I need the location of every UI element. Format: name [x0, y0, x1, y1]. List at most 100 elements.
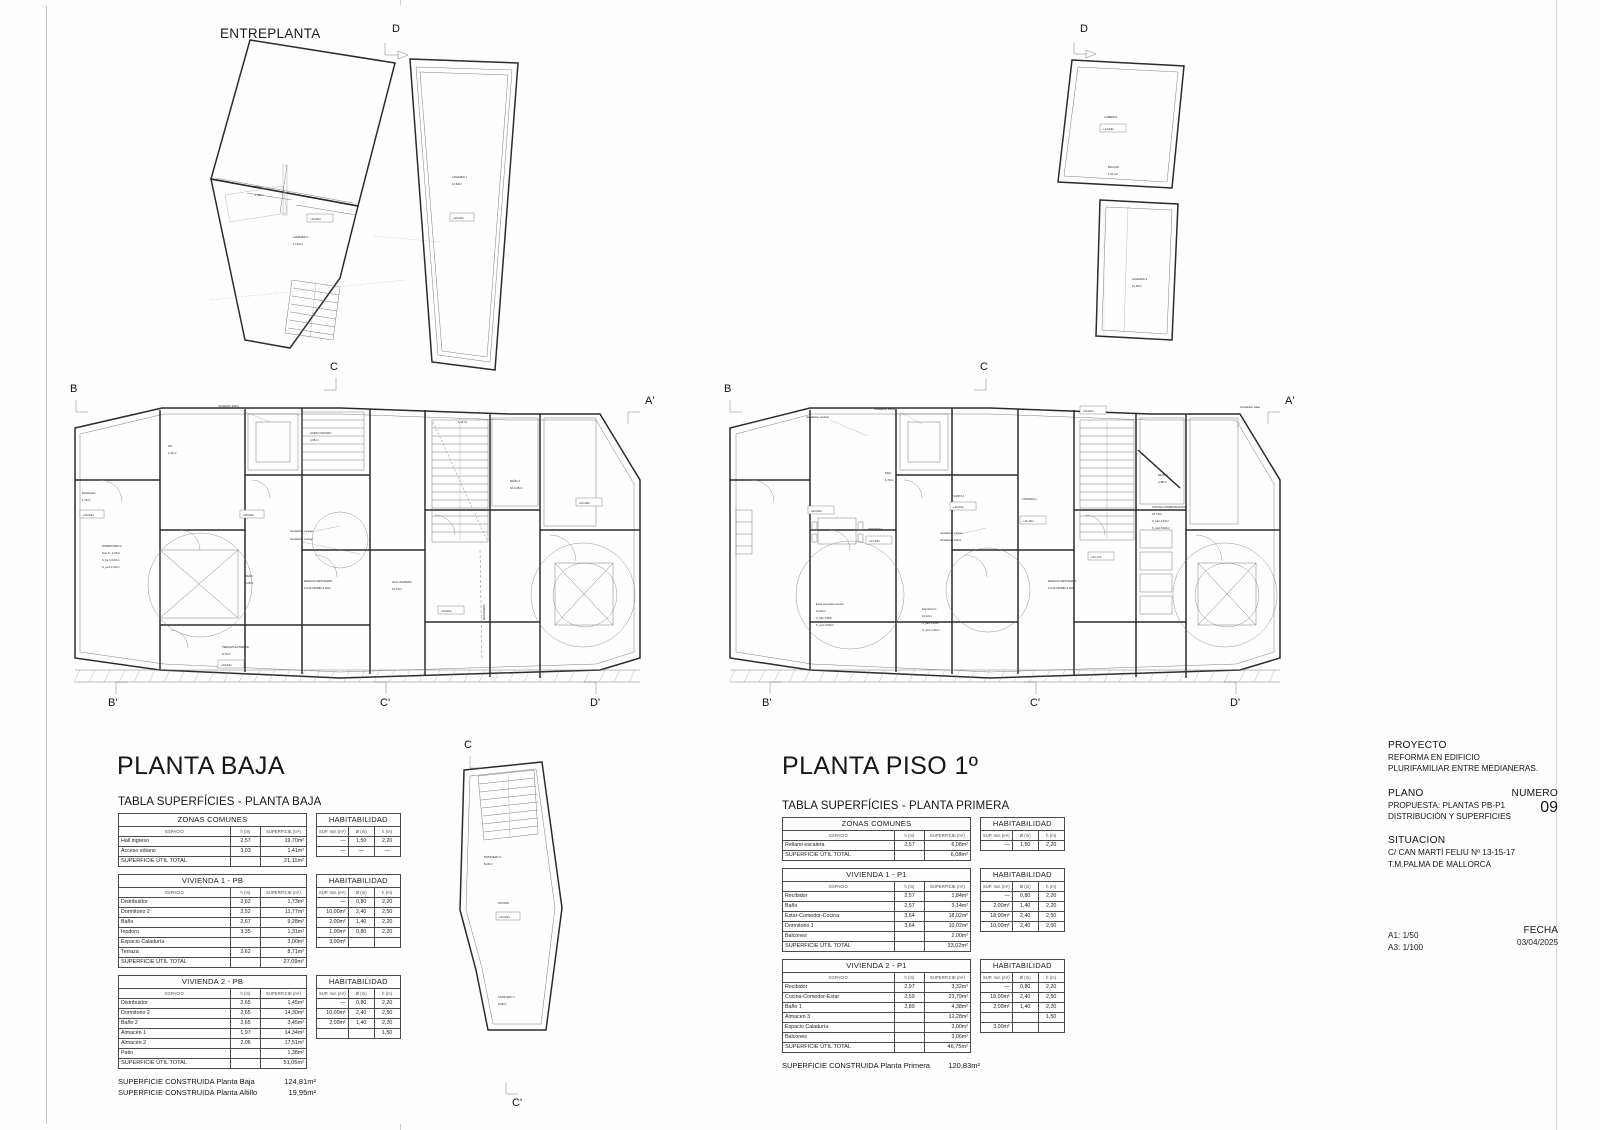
col-head-supmin: SUP. min (m²) — [316, 988, 349, 999]
col-head-espacio: ESPACIO — [118, 887, 231, 898]
cell-h: 2,57 — [894, 901, 925, 912]
cell-hmin: 2,20 — [1037, 1002, 1065, 1013]
cell-espacio: Distribuidor — [118, 998, 231, 1009]
cell-h — [894, 1032, 925, 1043]
cell-superficie: 6,08m² — [924, 840, 971, 851]
habitability-circle-p1-c — [1172, 542, 1278, 648]
cell-hmin: 2,50 — [1037, 911, 1065, 922]
label-entreplanta-elev: +10,65m — [310, 217, 322, 221]
label-vivienda1-elev: +01,33m — [869, 539, 881, 543]
label-elev-pb3: +02,28m — [579, 501, 591, 505]
cell-espacio: Baño 1 — [782, 1002, 895, 1013]
habitability-row: 3,00m² — [316, 937, 401, 948]
col-head-h: h (m) — [894, 972, 925, 983]
cell-supmin: 2,00m² — [316, 1018, 349, 1029]
cell-h: 2,57 — [894, 891, 925, 902]
label-elev-p1a: +02,60m — [811, 509, 823, 513]
col-head-superficie: SUPERFICIE (m²) — [260, 826, 307, 837]
stair-main-pb — [431, 419, 489, 543]
fecha-value: 03/04/2025 — [1517, 938, 1558, 947]
cell-total-value: 21,11m² — [260, 856, 307, 867]
cell-supmin: 3,00m² — [980, 1022, 1013, 1033]
label-trastero1: TRASTERO 1 — [498, 995, 515, 999]
cell-superficie: 3,00m² — [924, 1022, 971, 1033]
col-head-supmin: SUP. min (m²) — [980, 972, 1013, 983]
title-block: PROYECTO REFORMA EN EDIFICIO PLURIFAMILI… — [1388, 740, 1558, 883]
label-bano1-p1: BAÑO 1 — [1158, 472, 1168, 477]
furniture-dining — [811, 517, 864, 545]
cell-total-h — [230, 957, 261, 968]
col-head-h: h (m) — [230, 826, 261, 837]
cell-hmin: 2,50 — [373, 907, 401, 918]
section-mark-Ap-right: A' — [1285, 395, 1294, 407]
col-head-diam: Ø (m) — [1011, 972, 1039, 983]
habitability-circle-bano — [311, 511, 369, 569]
col-head-diam: Ø (m) — [347, 988, 375, 999]
plan-title-left: PLANTA BAJA — [117, 752, 285, 780]
cell-total-label: SUPERFICIE ÚTIL TOTAL — [782, 850, 895, 861]
cell-supmin: 2,00m² — [316, 917, 349, 928]
cell-total-value: 33,02m² — [924, 941, 971, 952]
cell-supmin: 10,00m² — [316, 907, 349, 918]
cell-diam: 0,80 — [1011, 982, 1039, 993]
cell-h: 2,62 — [230, 947, 261, 958]
scale-block: A1: 1/50 A3: 1/100 — [1388, 930, 1423, 954]
cell-espacio: Recibidor — [782, 982, 895, 993]
col-head-hmin: h (m) — [373, 887, 401, 898]
label-elev-sot: +01,93m — [499, 915, 511, 919]
label-balcon-area: 1,94 m2 — [1108, 172, 1118, 176]
cubierta-block: CUBIERTA +14,93m BALCON 1,94 m2 D — [1057, 23, 1185, 189]
cell-supmin: — — [316, 998, 349, 1009]
cell-diam — [347, 1028, 375, 1039]
cell-espacio: Dormitorio 2 — [118, 907, 231, 918]
habitability-circle-dorm2b — [530, 542, 636, 648]
habitability-row: 1,50 — [980, 1012, 1065, 1023]
cell-superficie: 1,73m² — [260, 897, 307, 908]
label-cubierta-elev: +14,93m — [1103, 127, 1115, 131]
label-elev-pb1: +06,84m — [83, 513, 95, 517]
situacion-line2: T.M.PALMA DE MALLORCA — [1388, 859, 1492, 869]
label-entreplanta-patio-area: 1,38m² — [255, 193, 263, 197]
col-head-h: h (m) — [230, 988, 261, 999]
cell-total-h — [894, 850, 925, 861]
col-head-espacio: ESPACIO — [782, 830, 895, 841]
cell-total-value: 27,09m² — [260, 957, 307, 968]
constructed-value: 19,95m² — [288, 1088, 316, 1097]
cell-superficie: 23,79m² — [924, 992, 971, 1003]
table-caption-p1: TABLA SUPERFÍCIES - PLANTA PRIMERA — [782, 800, 1010, 812]
constructed-value: 124,81m² — [284, 1077, 316, 1086]
group-title: VIVIENDA 1 - PB — [118, 874, 307, 888]
titleblock-plano: PLANO NUMERO PROPUESTA: PLANTAS PB-P1 DI… — [1388, 788, 1558, 823]
cell-espacio: Almacén 1 — [118, 1028, 231, 1039]
habitability-row: 1,50 — [316, 1028, 401, 1039]
label-elev-p1b: +02,81m — [1083, 409, 1095, 413]
titleblock-situacion: SITUACION C/ CAN MARTÍ FELIU Nº 13-15-17… — [1388, 835, 1558, 870]
cell-superficie: 3,32m² — [924, 982, 971, 993]
plano-line2: DISTRIBUCIÓN Y SUPERFICIES — [1388, 812, 1511, 822]
cell-diam: 1,40 — [347, 917, 375, 928]
cell-espacio: Almacén 2 — [118, 1038, 231, 1049]
cell-diam: — — [347, 846, 375, 857]
label-vent-cocinas-p1: Ventilación cocinas — [806, 415, 830, 419]
cell-hmin: 2,20 — [1037, 982, 1065, 993]
